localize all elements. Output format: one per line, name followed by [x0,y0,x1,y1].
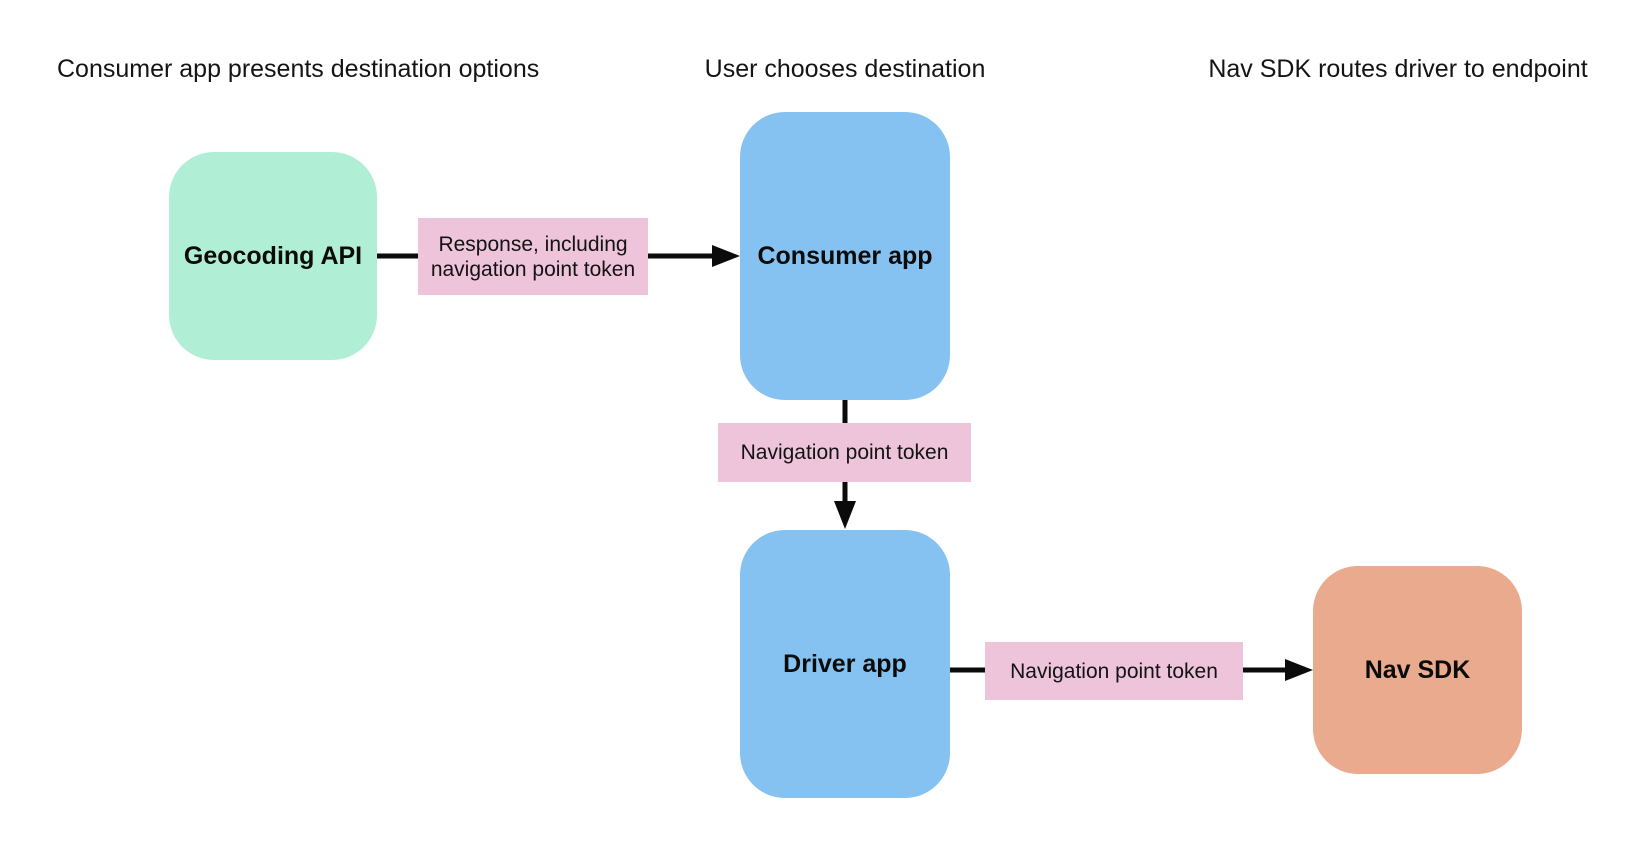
edge-label-response-including-token: Response, including navigation point tok… [418,218,648,295]
column-header-user-chooses: User chooses destination [704,55,986,83]
arrowhead-down-icon [834,501,856,529]
node-driver-app: Driver app [740,530,950,798]
node-nav-sdk-label: Nav SDK [1364,655,1471,684]
column-header-navsdk-routes: Nav SDK routes driver to endpoint [1208,55,1588,83]
edge-label-navigation-point-token-2: Navigation point token [985,642,1243,700]
arrowhead-right-icon [1285,659,1313,681]
node-nav-sdk: Nav SDK [1313,566,1522,774]
node-consumer-app-label: Consumer app [757,241,933,270]
column-header-consumer-presents: Consumer app presents destination option… [57,55,540,83]
node-geocoding-api: Geocoding API [169,152,377,360]
node-driver-app-label: Driver app [783,649,907,678]
edge-label-navigation-point-token-1: Navigation point token [718,423,971,482]
arrowhead-right-icon [712,245,740,267]
node-consumer-app: Consumer app [740,112,950,400]
node-geocoding-api-label: Geocoding API [183,241,363,270]
